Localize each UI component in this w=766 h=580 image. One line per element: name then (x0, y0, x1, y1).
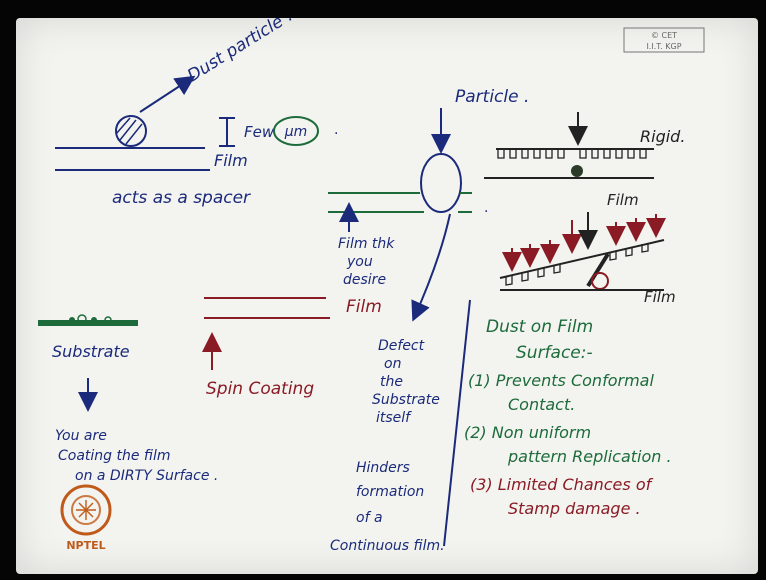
divider-line (443, 299, 471, 547)
hinders-line1: Hinders (356, 460, 410, 476)
defect-line1: Defect (378, 338, 425, 354)
svg-text:.: . (484, 200, 488, 216)
film-spin-label: Film (346, 297, 382, 317)
lecture-sheet (16, 18, 758, 574)
um-circle (273, 116, 319, 146)
dust-particle-circle (115, 115, 147, 147)
dust-title-line2: Surface:- (516, 343, 593, 363)
watermark-line1: © CET (651, 31, 677, 40)
defect-line4: Substrate (372, 392, 440, 408)
hinders-line3: of a (356, 510, 383, 526)
hinders-line4: Continuous film. (330, 538, 445, 554)
substrate-diagram: Substrate You are Coating the film on a … (38, 314, 218, 484)
particle-label: Particle . (455, 87, 529, 107)
substrate-label: Substrate (52, 342, 130, 361)
nptel-text: NPTEL (66, 539, 105, 552)
damage-circle (591, 272, 609, 290)
spin-coating-diagram: Film Spin Coating (202, 297, 382, 399)
you-are-line1: You are (55, 428, 107, 444)
um-label: μm (284, 124, 308, 140)
nptel-logo: NPTEL (60, 484, 112, 552)
you-are-line3: on a DIRTY Surface . (75, 468, 218, 484)
point2-line2: pattern Replication . (507, 447, 672, 466)
film-thk-line3: desire (343, 272, 386, 288)
point1-line2: Contact. (508, 395, 575, 414)
dust-title-line1: Dust on Film (486, 317, 593, 337)
trapped-particle (571, 165, 583, 177)
defect-line3: the (380, 374, 403, 390)
cet-watermark: © CET I.I.T. KGP (623, 27, 705, 53)
film-label-right-bottom: Film (644, 288, 676, 306)
particle-ellipse (420, 153, 462, 213)
point1-line1: (1) Prevents Conformal (468, 371, 654, 390)
acts-spacer-label: acts as a spacer (112, 188, 251, 208)
film-thk-line1: Film thk (338, 236, 395, 252)
stamp-diagram-top: Rigid. Film (484, 112, 685, 209)
particle-film-diagram: Particle . . Film thk you desire (328, 87, 529, 322)
you-are-line2: Coating the film (58, 448, 171, 464)
dust-particle-diagram: Dust particle . Few μm . Film acts as a … (55, 6, 338, 208)
hinders-line2: formation (356, 484, 424, 500)
film-thk-line2: you (346, 254, 373, 270)
few-label: Few (244, 123, 275, 141)
svg-text:.: . (334, 122, 338, 138)
defect-line2: on (384, 356, 401, 372)
rigid-label: Rigid. (640, 127, 685, 146)
dust-effects-list: Dust on Film Surface:- (1) Prevents Conf… (464, 317, 672, 518)
watermark-line2: I.I.T. KGP (646, 42, 681, 51)
film-label-right-top: Film (607, 191, 639, 209)
defect-notes: Defect on the Substrate itself Hinders f… (330, 338, 445, 554)
film-label-left: Film (214, 151, 248, 170)
point3-line2: Stamp damage . (508, 499, 641, 518)
point3-line1: (3) Limited Chances of (470, 475, 654, 494)
dust-particle-label: Dust particle . (184, 6, 296, 86)
spin-coating-label: Spin Coating (206, 379, 314, 399)
point2-line1: (2) Non uniform (464, 423, 591, 442)
defect-line5: itself (376, 410, 412, 426)
stamp-diagram-bottom: Film (499, 212, 676, 306)
